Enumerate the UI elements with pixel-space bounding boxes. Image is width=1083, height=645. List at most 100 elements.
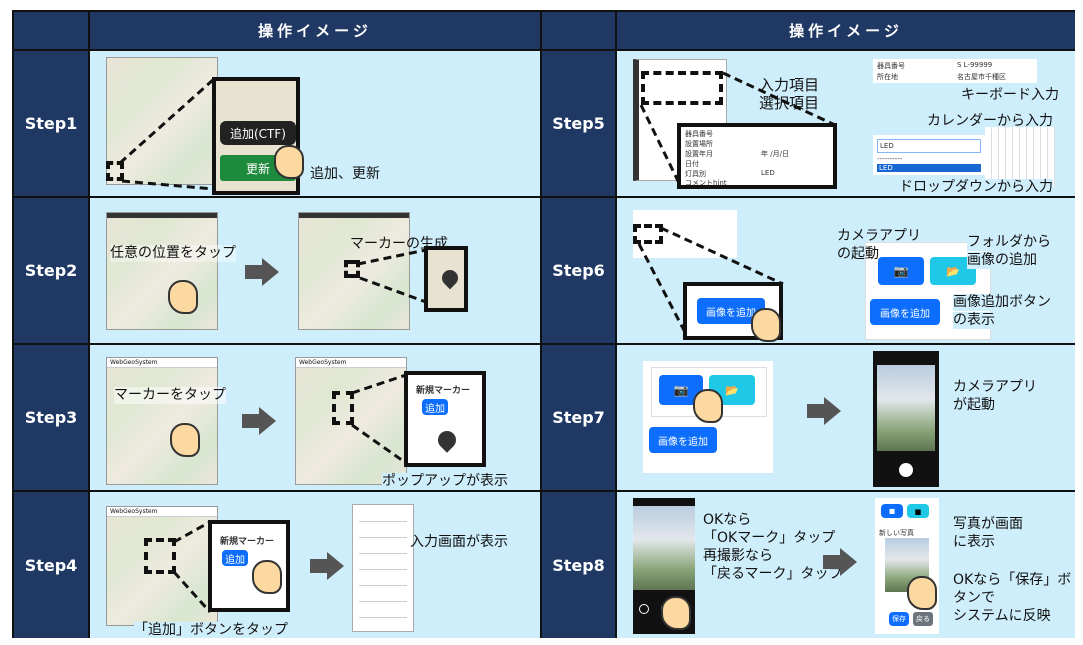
fields-highlight bbox=[641, 71, 723, 105]
shutter-button[interactable] bbox=[899, 463, 913, 477]
dropdown-option[interactable]: ---------- bbox=[877, 155, 903, 163]
add-image-button[interactable]: 画像を追加 bbox=[649, 427, 717, 453]
back-mark-button[interactable] bbox=[639, 604, 649, 614]
field-label: 灯具別 bbox=[685, 170, 706, 178]
tap-hand-icon bbox=[274, 145, 304, 179]
image-panel: 📷 📂 画像を追加 bbox=[643, 361, 773, 473]
note: に表示 bbox=[953, 534, 995, 550]
operation-image-table: 操作イメージ 操作イメージ Step1 Step2 Step3 Step4 St… bbox=[12, 10, 1075, 638]
zoom-highlight bbox=[106, 161, 124, 181]
map-screenshot bbox=[298, 212, 410, 330]
field-label: 日付 bbox=[685, 160, 699, 168]
marker-highlight bbox=[344, 260, 360, 278]
note: システムに反映 bbox=[953, 608, 1051, 624]
add-button-highlight bbox=[144, 538, 176, 574]
date-input[interactable]: 年 /月/日 bbox=[761, 150, 789, 158]
note: カレンダーから入力 bbox=[927, 113, 1053, 129]
note: OKなら bbox=[703, 512, 752, 528]
tap-hand-icon bbox=[170, 423, 200, 457]
popup-title: 新規マーカー bbox=[416, 386, 471, 396]
add-ctf-button[interactable]: 追加(CTF) bbox=[220, 121, 296, 145]
note: 「戻るマーク」タップ bbox=[703, 566, 843, 582]
photo-form-screenshot: ▪ ▪ 新しい写真 保存 戻る bbox=[875, 498, 939, 634]
step3-label: Step3 bbox=[14, 343, 90, 490]
note: マーカーをタップ bbox=[114, 387, 226, 404]
note: の起動 bbox=[837, 246, 879, 262]
tap-hand-icon bbox=[168, 280, 198, 314]
camera-button[interactable]: 📷 bbox=[878, 257, 924, 285]
header-right: 操作イメージ bbox=[617, 12, 1075, 49]
note: 入力画面が表示 bbox=[410, 534, 508, 550]
popup-title: 新規マーカー bbox=[220, 537, 275, 547]
popup-add-button[interactable]: 追加 bbox=[422, 399, 448, 415]
zoomed-buttons: 追加(CTF) 更新 bbox=[212, 77, 304, 195]
step4-content: WebGeoSystem 新規マーカー 追加 「追加」ボタンをタップ 入力画面が… bbox=[90, 490, 542, 638]
dropdown-select[interactable]: LED bbox=[877, 139, 981, 153]
note: タンで bbox=[953, 590, 995, 606]
step1-label: Step1 bbox=[14, 49, 90, 196]
field-label: 設置場所 bbox=[685, 140, 713, 148]
step8-content: OKなら 「OKマーク」タップ 再撮影なら 「戻るマーク」タップ ▪ ▪ 新しい… bbox=[617, 490, 1075, 638]
step4-label: Step4 bbox=[14, 490, 90, 638]
field-label: 設置年月 bbox=[685, 150, 713, 158]
note: が起動 bbox=[953, 397, 995, 413]
step5-label: Step5 bbox=[542, 49, 617, 196]
header-left: 操作イメージ bbox=[90, 12, 542, 49]
field-value[interactable]: 名古屋市千種区 bbox=[957, 73, 1006, 81]
step2-content: 任意の位置をタップ マーカーの生成 bbox=[90, 196, 542, 343]
step3-content: WebGeoSystem マーカーをタップ WebGeoSystem 新規マーカ… bbox=[90, 343, 542, 490]
app-title: WebGeoSystem bbox=[107, 358, 217, 368]
note: カメラアプリ bbox=[953, 379, 1037, 395]
zoomed-form: 器具番号 設置場所 設置年月 年 /月/日 日付 灯具別 LED コメントhin… bbox=[677, 123, 837, 189]
field-label: 器具番号 bbox=[877, 62, 905, 70]
back-button[interactable]: 戻る bbox=[913, 612, 933, 626]
tap-hand-icon bbox=[751, 308, 781, 342]
arrow-right-icon bbox=[245, 258, 279, 286]
arrow-right-icon bbox=[807, 397, 841, 425]
note: 入力項目 bbox=[759, 76, 820, 94]
field-value[interactable]: S L-99999 bbox=[957, 61, 993, 69]
tap-hand-icon bbox=[907, 576, 937, 610]
image-button-highlight bbox=[633, 224, 663, 244]
tap-hand-icon bbox=[252, 560, 282, 594]
app-title: WebGeoSystem bbox=[107, 507, 217, 517]
note: ドロップダウンから入力 bbox=[899, 179, 1053, 196]
tap-hand-icon bbox=[661, 596, 691, 630]
note: 「追加」ボタンをタップ bbox=[134, 622, 288, 638]
note: マーカーの生成 bbox=[350, 236, 448, 252]
note: の表示 bbox=[953, 312, 995, 329]
zoomed-marker bbox=[424, 246, 468, 312]
save-button[interactable]: 保存 bbox=[889, 612, 909, 626]
note: 追加、更新 bbox=[310, 166, 380, 182]
camera-button[interactable]: ▪ bbox=[881, 504, 903, 518]
zoomed-popup: 新規マーカー 追加 bbox=[208, 520, 290, 612]
arrow-right-icon bbox=[823, 548, 857, 576]
note: カメラアプリ bbox=[837, 228, 921, 244]
zoomed-button: 画像を追加 bbox=[683, 282, 783, 342]
popup-highlight bbox=[332, 391, 354, 425]
photo-label: 新しい写真 bbox=[879, 529, 914, 537]
dropdown-option-selected[interactable]: LED bbox=[877, 164, 981, 172]
lamp-type-select[interactable]: LED bbox=[761, 169, 775, 177]
note: ポップアップが表示 bbox=[382, 473, 508, 490]
map-screenshot bbox=[106, 212, 218, 330]
tap-hand-icon bbox=[693, 389, 723, 423]
step5-content: 入力項目 選択項目 器具番号 設置場所 設置年月 年 /月/日 日付 灯具別 L… bbox=[617, 49, 1075, 196]
step7-label: Step7 bbox=[542, 343, 617, 490]
add-image-button[interactable]: 画像を追加 bbox=[870, 299, 940, 325]
popup-add-button[interactable]: 追加 bbox=[222, 550, 248, 566]
step2-label: Step2 bbox=[14, 196, 90, 343]
app-title: WebGeoSystem bbox=[296, 358, 406, 368]
folder-button[interactable]: ▪ bbox=[907, 504, 929, 518]
calendar-picker[interactable] bbox=[985, 127, 1055, 187]
note: 写真が画面 bbox=[953, 516, 1023, 532]
field-label: 器具番号 bbox=[685, 130, 713, 138]
keyboard-input-sample: 器具番号 S L-99999 所在地 名古屋市千種区 bbox=[873, 59, 1037, 83]
arrow-right-icon bbox=[310, 552, 344, 580]
zoomed-popup: 新規マーカー 追加 bbox=[404, 371, 486, 467]
note: キーボード入力 bbox=[961, 87, 1059, 103]
field-label: 所在地 bbox=[877, 73, 898, 81]
folder-button[interactable]: 📂 bbox=[709, 375, 755, 405]
input-form-screenshot bbox=[352, 504, 414, 632]
note: 選択項目 bbox=[759, 94, 820, 112]
